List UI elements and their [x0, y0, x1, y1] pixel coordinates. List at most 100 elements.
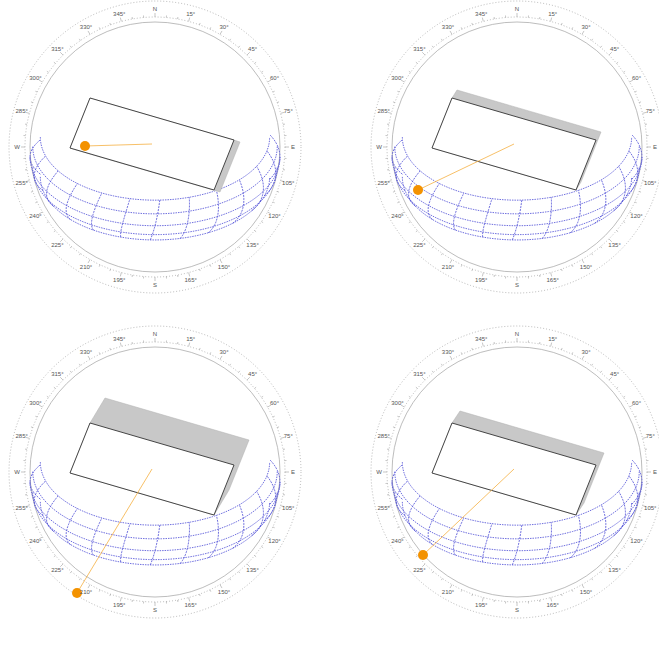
compass-tick: [199, 594, 201, 596]
compass-tick: [285, 147, 289, 148]
hour-line: [542, 522, 551, 563]
compass-label: 165°: [184, 602, 196, 608]
compass-tick: [47, 71, 49, 72]
hour-line: [47, 171, 59, 206]
compass-tick: [539, 600, 540, 602]
compass-tick: [645, 494, 647, 495]
compass-tick: [383, 472, 387, 473]
compass-tick: [639, 101, 641, 103]
compass-tick: [609, 52, 612, 55]
compass-tick: [582, 356, 584, 359]
compass-tick: [109, 594, 111, 596]
compass-label: 60°: [632, 400, 641, 406]
compass-tick: [617, 556, 619, 557]
compass-tick: [635, 91, 637, 93]
compass-label: 45°: [248, 371, 257, 377]
compass-label: 210°: [442, 589, 454, 595]
compass-tick: [561, 594, 563, 596]
compass-tick: [505, 16, 506, 18]
hour-line: [264, 476, 275, 521]
compass-tick: [517, 602, 518, 606]
hour-line: [428, 184, 439, 220]
compass-label: S: [153, 282, 157, 288]
compass-tick: [471, 23, 473, 25]
hour-line: [270, 459, 280, 504]
compass-tick: [551, 18, 552, 22]
compass-tick: [166, 277, 167, 279]
compass-tick: [189, 343, 190, 347]
compass-tick: [623, 71, 625, 72]
compass-tick: [255, 556, 257, 557]
compass-label: S: [153, 607, 157, 613]
compass-tick: [54, 231, 56, 232]
compass-tick: [31, 426, 33, 428]
compass-tick: [422, 239, 425, 242]
compass-tick: [47, 547, 49, 548]
compass-label: 165°: [546, 602, 558, 608]
hour-line: [270, 134, 280, 179]
compass-tick: [494, 342, 495, 344]
compass-tick: [54, 62, 56, 63]
compass-tick: [199, 269, 201, 271]
compass-tick: [441, 39, 442, 41]
compass-tick: [409, 396, 411, 397]
compass-tick: [592, 253, 593, 255]
compass-label: 165°: [184, 277, 196, 283]
hour-line: [208, 190, 218, 232]
compass-tick: [31, 516, 33, 518]
compass-label: 225°: [51, 567, 63, 573]
compass-tick: [635, 201, 637, 203]
day-path: [40, 177, 269, 240]
compass-label: 300°: [29, 400, 41, 406]
compass-tick: [609, 239, 612, 242]
compass-tick: [285, 483, 287, 484]
compass-tick: [79, 253, 80, 255]
compass-label: 30°: [219, 24, 228, 30]
compass-label: 105°: [282, 180, 294, 186]
compass-label: 300°: [391, 400, 403, 406]
compass-tick: [409, 547, 411, 548]
compass-ring: [25, 342, 285, 602]
compass-tick: [25, 494, 27, 495]
compass-tick: [60, 52, 63, 55]
compass-label: 30°: [581, 24, 590, 30]
hour-line: [626, 151, 637, 196]
compass-ring: [371, 326, 659, 618]
compass-tick: [120, 273, 121, 277]
hour-line: [47, 496, 59, 531]
compass-tick: [461, 265, 463, 267]
compass-tick: [441, 578, 442, 580]
compass-tick: [571, 265, 573, 267]
compass-tick: [639, 516, 641, 518]
compass-tick: [70, 371, 71, 373]
compass-tick: [517, 277, 518, 281]
sun-ray: [418, 144, 514, 190]
compass-tick: [21, 147, 25, 148]
building-block: [70, 98, 234, 190]
compass-tick: [60, 377, 63, 380]
hour-line: [512, 525, 522, 565]
compass-label: 345°: [475, 336, 487, 342]
compass-tick: [393, 516, 395, 518]
compass-tick: [60, 239, 63, 242]
compass-label: 330°: [80, 349, 92, 355]
compass-label: 30°: [581, 349, 590, 355]
compass-tick: [70, 46, 71, 48]
compass-tick: [132, 600, 133, 602]
hour-line: [392, 140, 402, 175]
compass-tick: [220, 356, 222, 359]
compass-tick: [79, 364, 80, 366]
compass-tick: [239, 371, 240, 373]
compass-label: 195°: [475, 277, 487, 283]
compass-label: 285°: [377, 433, 389, 439]
hour-line: [626, 476, 637, 521]
hour-line: [92, 518, 102, 555]
compass-tick: [109, 348, 111, 350]
compass-ring: [387, 342, 647, 602]
compass-label: 45°: [610, 46, 619, 52]
compass-label: 225°: [413, 567, 425, 573]
compass-tick: [647, 483, 649, 484]
hour-line: [396, 156, 407, 191]
compass-tick: [25, 449, 27, 450]
compass-tick: [494, 600, 495, 602]
